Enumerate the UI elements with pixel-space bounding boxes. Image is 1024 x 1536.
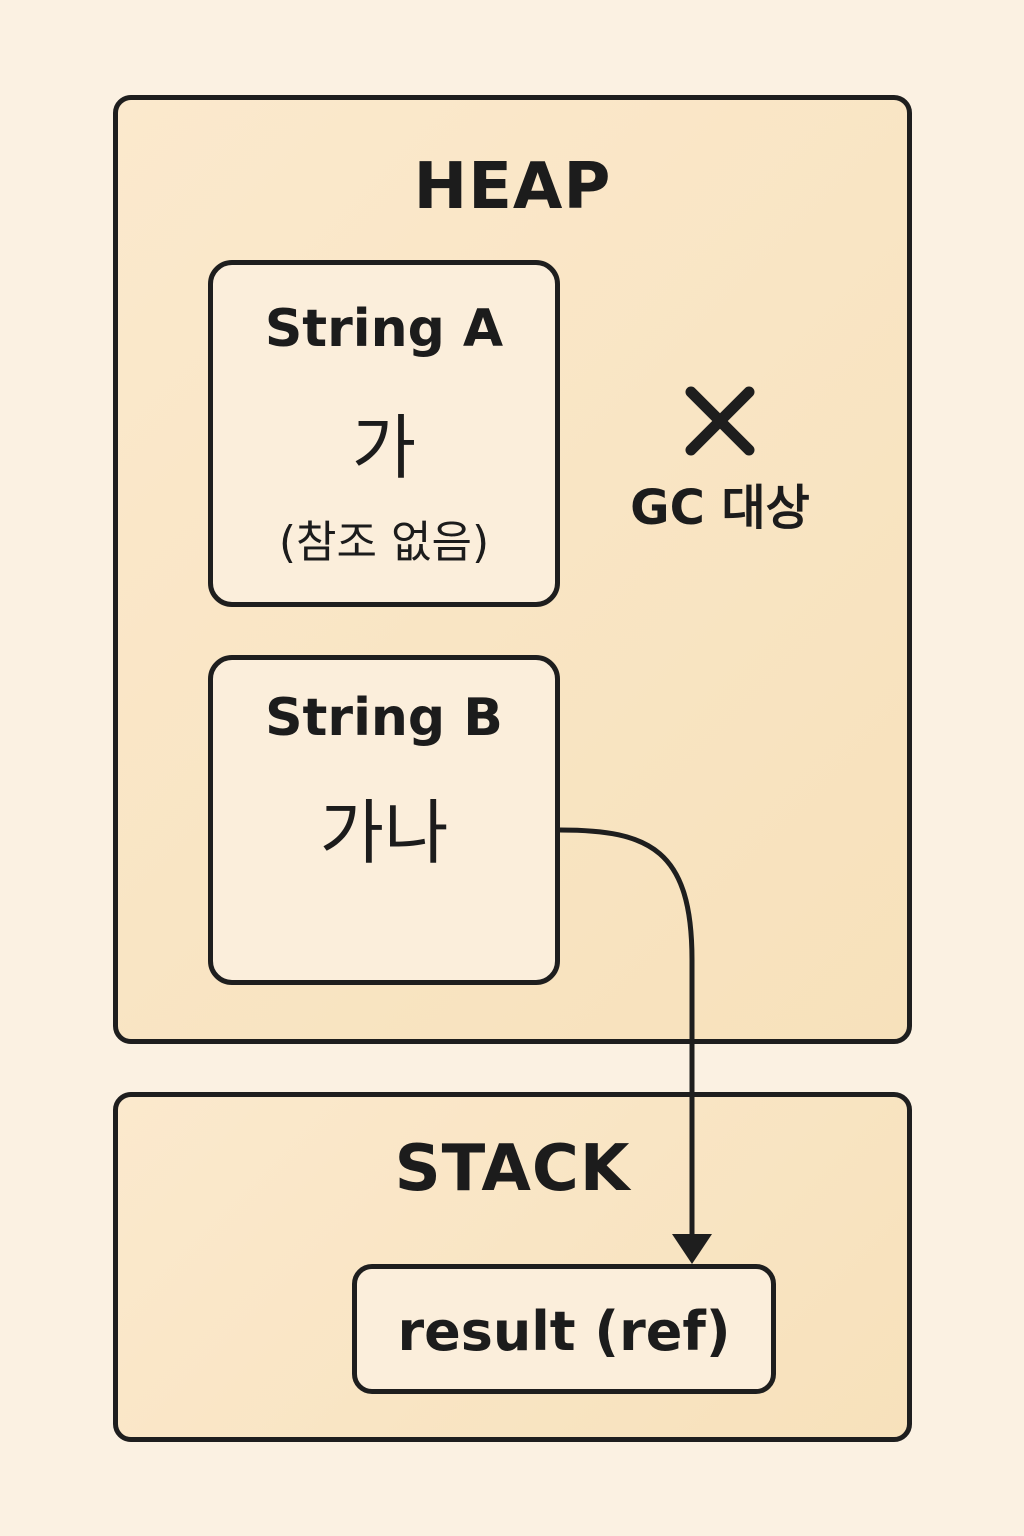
string-b-title: String B	[265, 688, 503, 748]
result-ref-box: result (ref)	[352, 1264, 776, 1394]
heap-title: HEAP	[413, 150, 612, 224]
stack-title: STACK	[394, 1132, 631, 1206]
string-a-title: String A	[264, 299, 504, 359]
string-a-box: String A 가 (참조 없음)	[208, 260, 560, 607]
x-icon	[685, 386, 755, 456]
string-b-box: String B 가나	[208, 655, 560, 985]
gc-target-label: GC 대상	[630, 480, 810, 536]
string-b-value: 가나	[319, 792, 449, 874]
string-a-note: (참조 없음)	[278, 517, 490, 568]
string-a-value: 가	[351, 407, 417, 489]
result-ref-label: result (ref)	[397, 1300, 731, 1363]
